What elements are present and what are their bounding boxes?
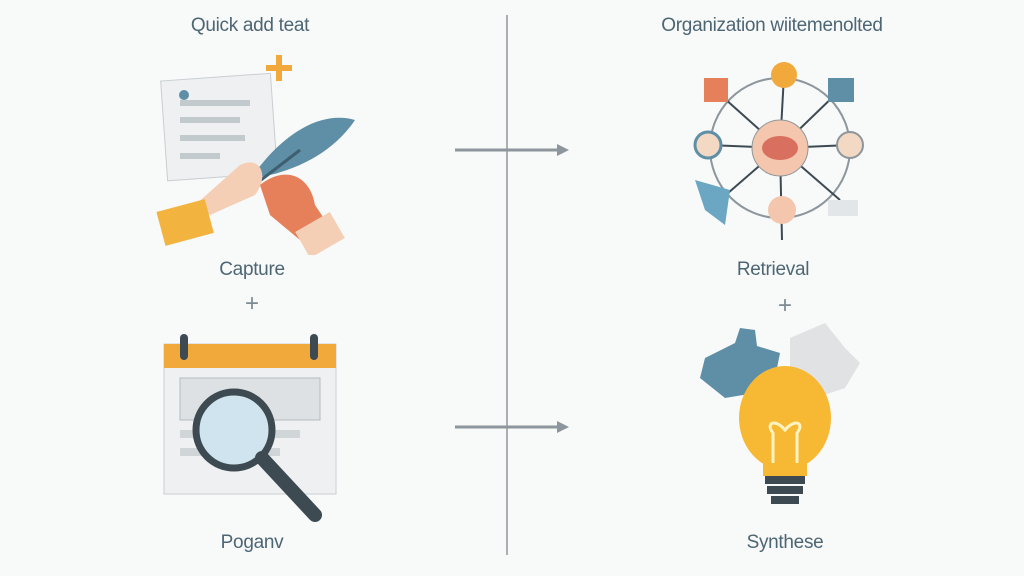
lightbulb-icon [739, 366, 831, 470]
lightbulb-puzzle-illustration [700, 323, 860, 504]
magnifier-icon [192, 388, 276, 472]
hand-icon [195, 162, 263, 215]
plus-icon [266, 55, 292, 81]
plus-connector-right: + [777, 292, 793, 319]
calendar-search-illustration [163, 334, 337, 522]
right-title: Organization wiitemenolted [661, 15, 883, 36]
arrow-right-icon [455, 421, 569, 433]
retrieval-label: Retrieval [736, 259, 810, 280]
left-title: Quick add teat [190, 15, 310, 36]
document-icon [160, 72, 278, 182]
center-divider [506, 15, 508, 555]
arrow-right-icon [455, 144, 569, 156]
poganv-label: Poganv [220, 532, 284, 553]
network-illustration [693, 62, 864, 241]
capture-label: Capture [219, 259, 285, 280]
quill-icon [250, 117, 355, 180]
plus-connector-left: + [244, 290, 260, 317]
capture-illustration [156, 55, 355, 255]
synthese-label: Synthese [746, 532, 824, 553]
